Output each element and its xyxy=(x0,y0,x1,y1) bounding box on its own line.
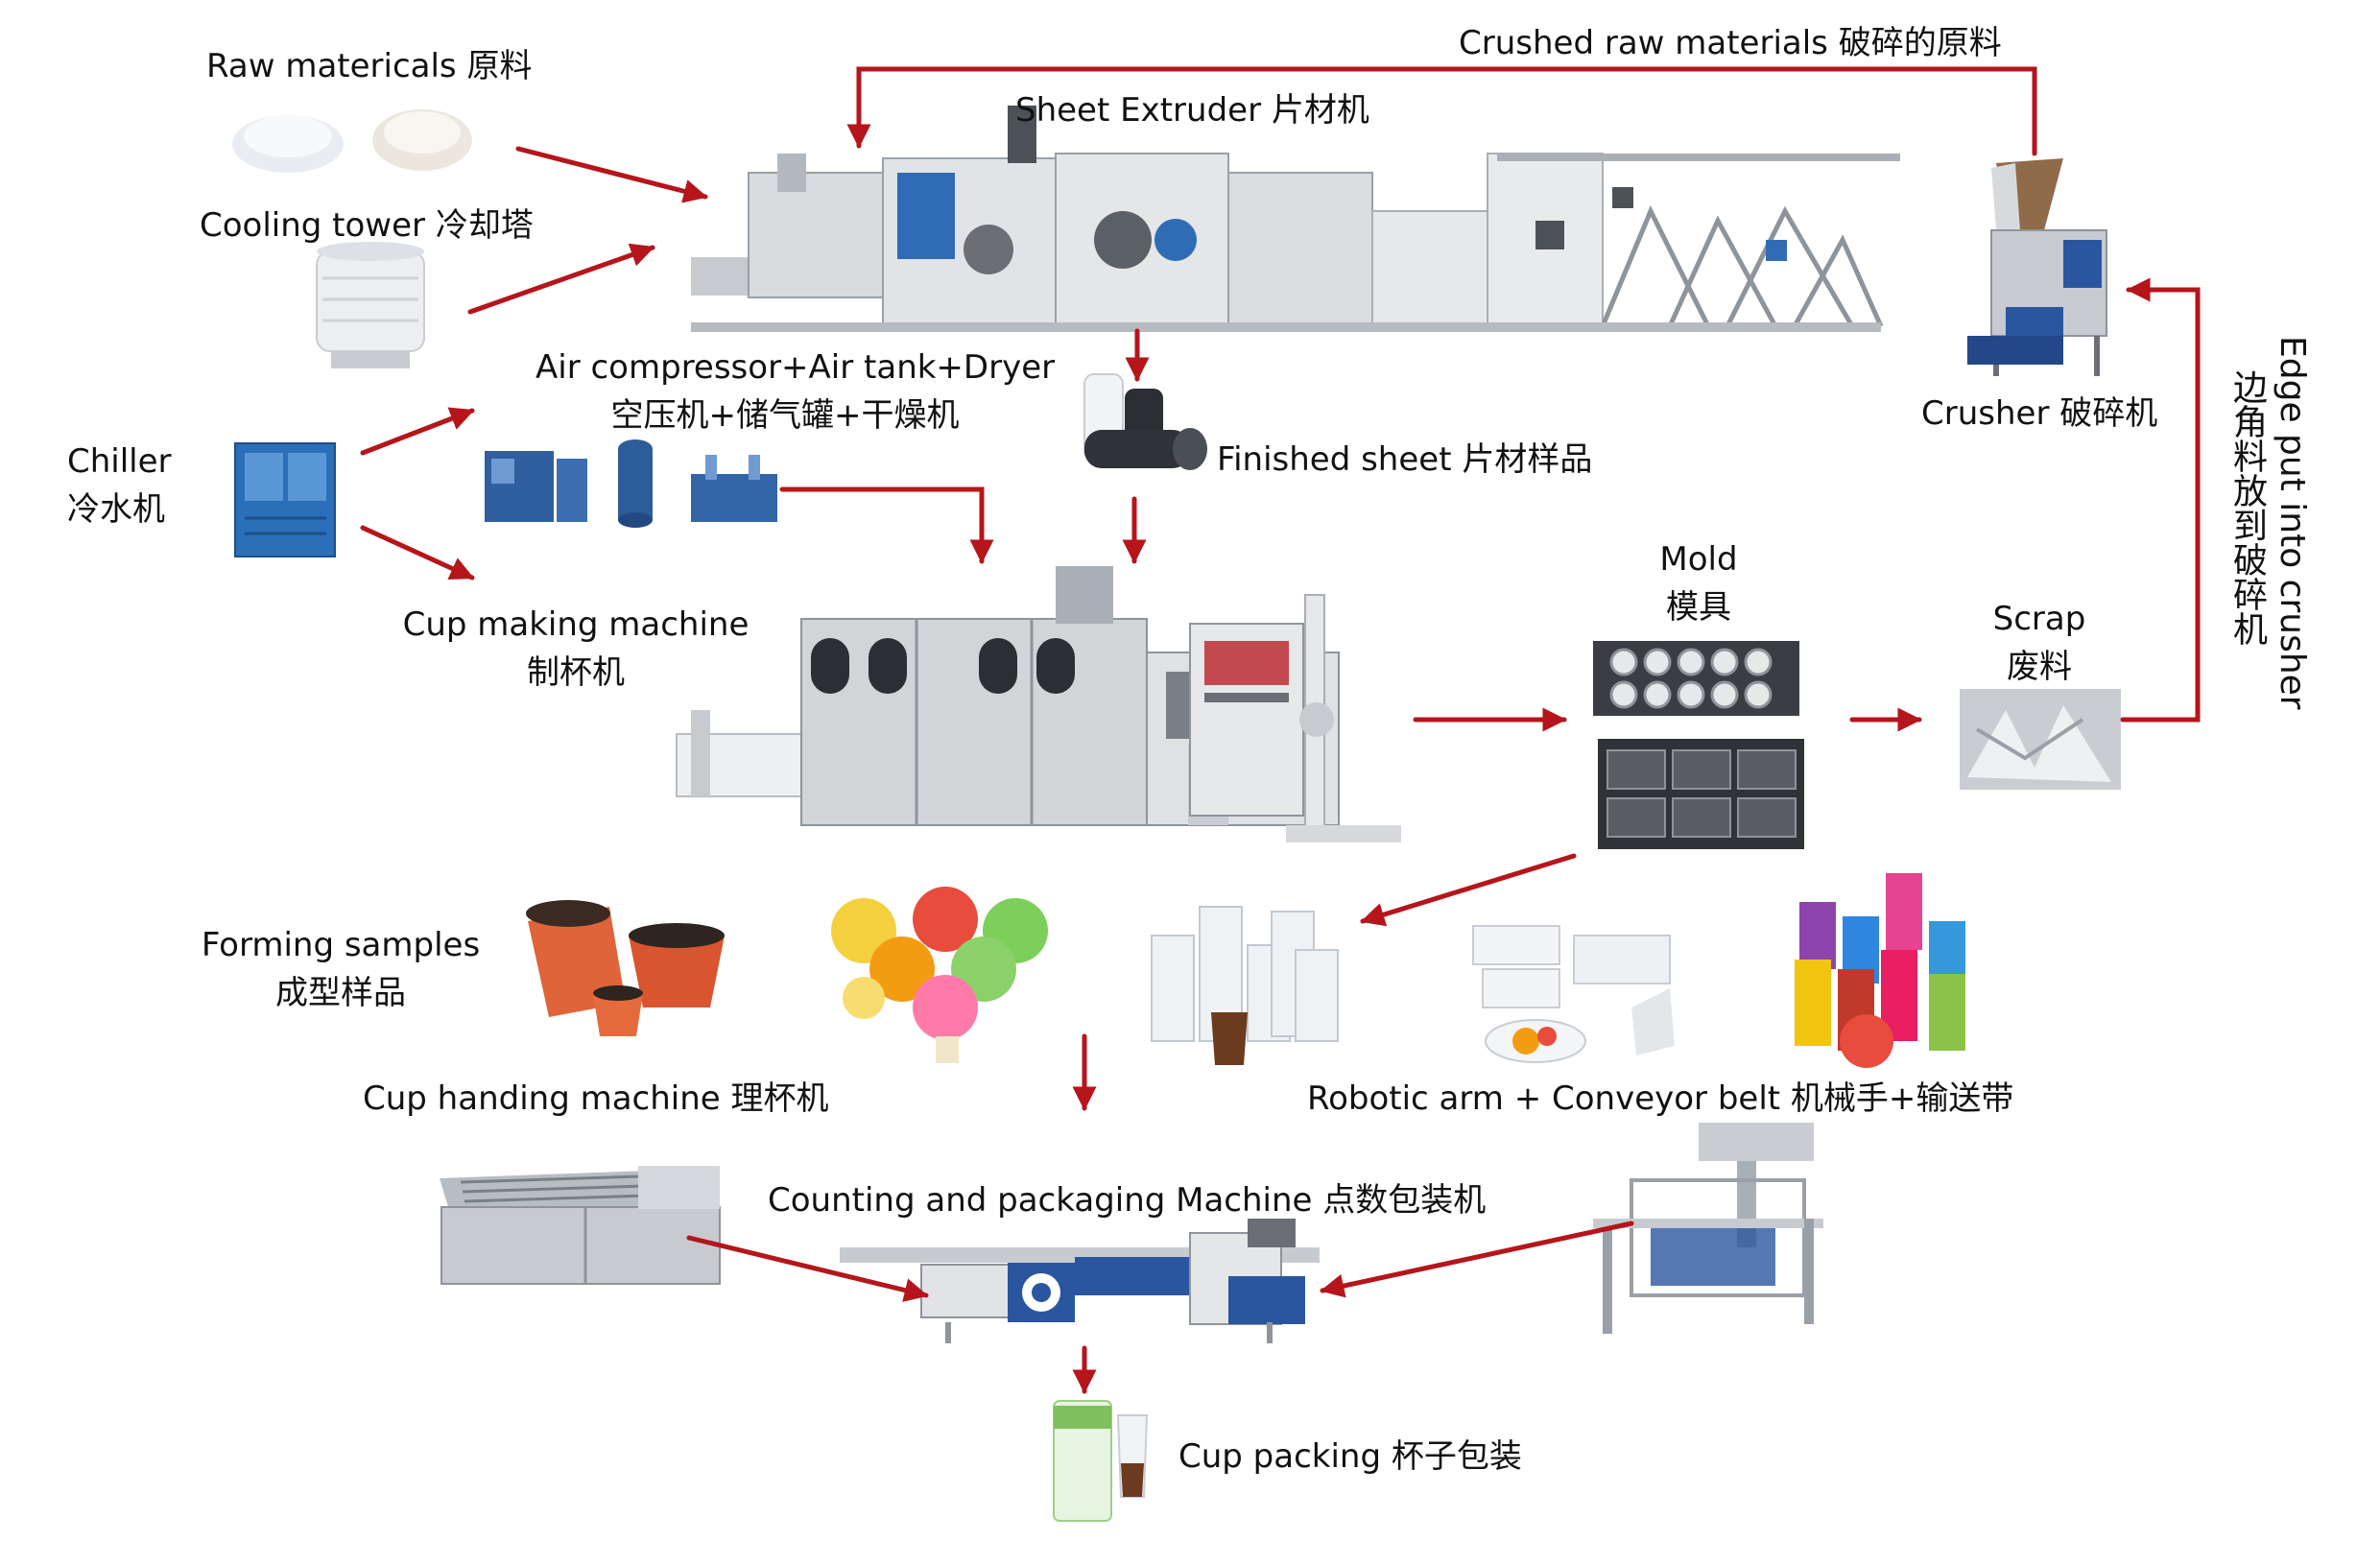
air-compressor-icon xyxy=(485,439,777,528)
label-finished-sheet: Finished sheet 片材样品 xyxy=(1217,440,1593,479)
label-scrap-en: Scrap xyxy=(1992,600,2086,638)
cup-handling-machine-icon xyxy=(440,1166,721,1285)
arrow-crushed-to-extruder xyxy=(846,66,2037,156)
label-mold-en: Mold xyxy=(1659,540,1738,579)
arrow-chiller-to-compressor xyxy=(360,407,475,456)
robotic-arm-icon xyxy=(1593,1123,1823,1334)
label-chiller-cn: 冷水机 xyxy=(67,490,165,529)
label-edge-en: Edge put into crusher xyxy=(2273,336,2312,710)
label-scrap-cn: 废料 xyxy=(2007,648,2072,686)
label-mold-cn: 模具 xyxy=(1666,588,1731,627)
flower-pots-icon xyxy=(526,900,725,1036)
colored-cups-icon xyxy=(1795,873,1965,1068)
jelly-cups-icon xyxy=(831,887,1048,1063)
arrow-scrap-to-crusher xyxy=(2120,277,2201,723)
label-forming-samples-cn: 成型样品 xyxy=(275,974,406,1012)
label-cup-packing: Cup packing 杯子包装 xyxy=(1178,1437,1522,1476)
arrow-cooling-to-extruder xyxy=(467,243,655,315)
label-cup-handing-machine: Cup handing machine 理杯机 xyxy=(363,1079,829,1118)
label-forming-samples-en: Forming samples xyxy=(201,926,481,964)
label-raw-materials: Raw matericals 原料 xyxy=(206,47,533,85)
clear-cups-icon xyxy=(1151,906,1339,1065)
label-air-compressor-en: Air compressor+Air tank+Dryer xyxy=(536,348,1056,387)
cooling-tower-icon xyxy=(316,242,425,368)
packaging-machine-icon xyxy=(840,1219,1320,1343)
arrow-chiller-to-cup-machine xyxy=(360,525,475,581)
mold-icon xyxy=(1593,641,1804,849)
control-cabinet-icon xyxy=(1189,594,1401,842)
chiller-unit-icon xyxy=(234,442,336,557)
label-cup-machine-en: Cup making machine xyxy=(402,605,750,644)
label-edge-cn: 边角料放到破碎机 xyxy=(2227,369,2267,646)
label-crushed-raw-materials: Crushed raw materials 破碎的原料 xyxy=(1459,24,2002,62)
arrow-mold-to-products xyxy=(1360,853,1577,927)
label-air-compressor-cn: 空压机+储气罐+干燥机 xyxy=(610,396,960,435)
flow-arrows xyxy=(360,66,2201,1394)
label-chiller-en: Chiller xyxy=(67,442,172,481)
label-crusher: Crusher 破碎机 xyxy=(1921,394,2158,433)
label-robotic-arm: Robotic arm + Conveyor belt 机械手+输送带 xyxy=(1307,1079,2014,1118)
bowls-icon xyxy=(1472,925,1675,1063)
label-cup-machine-cn: 制杯机 xyxy=(527,653,625,692)
arrow-handling-to-packaging xyxy=(686,1235,929,1302)
sheet-extruder-icon xyxy=(691,106,1900,332)
sheet-rolls-icon xyxy=(1083,373,1207,470)
cup-pack-icon xyxy=(1053,1400,1149,1522)
scrap-icon xyxy=(1960,689,2121,790)
arrow-raw-to-extruder xyxy=(515,146,708,203)
label-cooling-tower: Cooling tower 冷却塔 xyxy=(200,206,534,245)
label-sheet-extruder: Sheet Extruder 片材机 xyxy=(1015,91,1369,130)
arrow-compressor-to-cup-machine xyxy=(779,486,994,564)
crusher-icon xyxy=(1967,158,2107,376)
arrow-robot-to-packaging xyxy=(1320,1221,1634,1298)
pellets-icon xyxy=(232,109,472,173)
label-counting-packaging: Counting and packaging Machine 点数包装机 xyxy=(768,1181,1487,1220)
